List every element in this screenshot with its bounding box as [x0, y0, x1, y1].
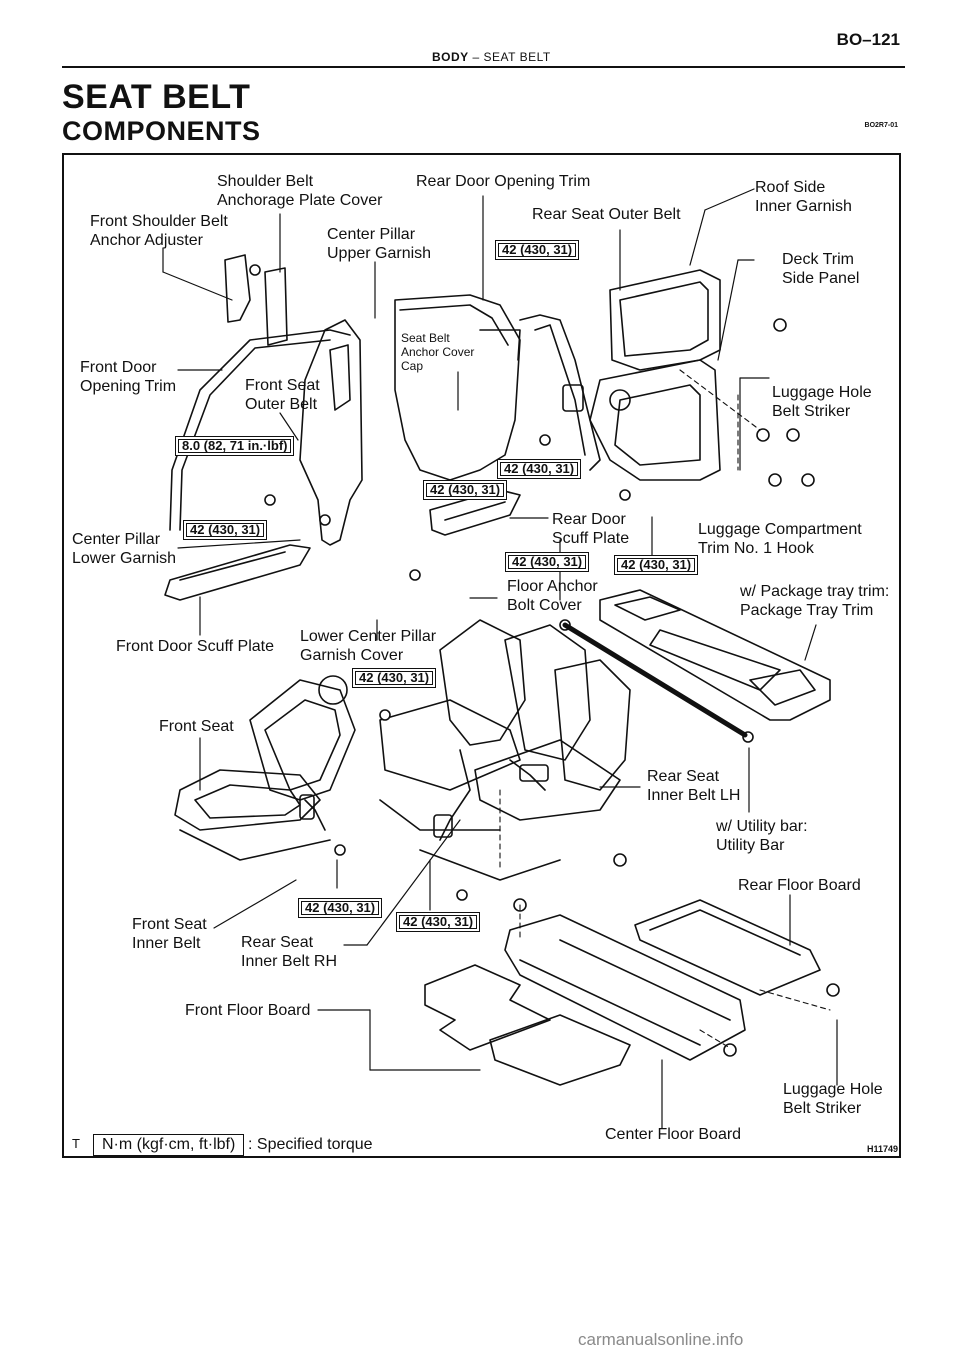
- torque-spec-front-seat-outer-belt: 8.0 (82, 71 in.·lbf): [175, 436, 295, 456]
- torque-spec-luggage-compartment: 42 (430, 31): [614, 555, 699, 575]
- label-deck-trim-side-panel: Deck Trim Side Panel: [782, 251, 860, 287]
- front-seat-shape: [174, 675, 356, 861]
- label-front-door-scuff-plate: Front Door Scuff Plate: [116, 638, 274, 655]
- watermark: carmanualsonline.info: [578, 1330, 744, 1349]
- section-name: BODY: [432, 50, 469, 64]
- torque-spec-center-pillar-lower: 42 (430, 31): [183, 520, 268, 540]
- torque-spec-floor-anchor: 42 (430, 31): [505, 552, 590, 572]
- center-floor-structure-shape: [504, 914, 746, 1061]
- torque-spec-rear-door-belt-anchor: 42 (430, 31): [423, 480, 508, 500]
- label-package-tray-trim: w/ Package tray trim: Package Tray Trim: [740, 583, 890, 619]
- label-center-pillar-upper-garnish: Center Pillar Upper Garnish: [327, 226, 432, 262]
- label-front-seat-outer-belt: Front Seat Outer Belt: [245, 377, 320, 413]
- rear-seat-outer-belt-shape: [519, 314, 601, 471]
- label-floor-anchor-bolt-cover: Floor Anchor Bolt Cover: [507, 578, 598, 614]
- label-rear-seat-inner-belt-lh: Rear Seat Inner Belt LH: [647, 768, 741, 804]
- page-number: BO–121: [836, 30, 900, 49]
- label-front-seat: Front Seat: [159, 718, 234, 735]
- label-front-seat-inner-belt: Front Seat Inner Belt: [132, 916, 207, 952]
- label-front-shoulder-belt-anchor-adjuster: Front Shoulder Belt Anchor Adjuster: [90, 213, 228, 249]
- front-floor-board-shape: [424, 964, 631, 1086]
- rear-door-trim-shape: [394, 294, 521, 481]
- torque-spec-lower-center-pillar: 42 (430, 31): [352, 668, 437, 688]
- page-title: SEAT BELT: [62, 78, 251, 116]
- torque-spec-rear-seat-outer-belt: 42 (430, 31): [495, 240, 580, 260]
- torque-spec-rear-seat-inner-belt: 42 (430, 31): [396, 912, 481, 932]
- label-luggage-hole-belt-striker-bottom: Luggage Hole Belt Striker: [783, 1081, 883, 1117]
- rear-floor-board-shape: [634, 899, 821, 996]
- utility-bar-shape: [559, 619, 754, 743]
- label-luggage-hole-belt-striker-top: Luggage Hole Belt Striker: [772, 384, 872, 420]
- dashed-guides: [499, 369, 831, 1049]
- deck-trim-side-panel-shape: [589, 269, 721, 481]
- label-rear-door-scuff-plate: Rear Door Scuff Plate: [552, 511, 630, 547]
- label-roof-side-inner-garnish: Roof Side Inner Garnish: [755, 179, 852, 215]
- rear-seat-shape: [379, 619, 631, 881]
- label-front-door-opening-trim: Front Door Opening Trim: [80, 359, 177, 395]
- subsection-name: SEAT BELT: [483, 50, 551, 64]
- diagram-frame: [62, 153, 901, 1158]
- leader-lines: [162, 188, 838, 1129]
- torque-spec-rear-door-belt-lower: 42 (430, 31): [497, 459, 582, 479]
- torque-spec-front-seat-inner-belt: 42 (430, 31): [298, 898, 383, 918]
- legend-unit-box: N·m (kgf·cm, ft·lbf): [93, 1134, 245, 1156]
- header-separator: –: [472, 50, 480, 64]
- label-seat-belt-anchor-cover-cap: Seat Belt Anchor Cover Cap: [401, 331, 475, 373]
- figure-code: H11749: [866, 1144, 898, 1154]
- label-rear-seat-inner-belt-rh: Rear Seat Inner Belt RH: [241, 934, 338, 970]
- front-door-opening-trim-shape: [169, 329, 351, 531]
- label-lower-center-pillar-garnish-cover: Lower Center Pillar Garnish Cover: [300, 628, 437, 664]
- label-center-pillar-lower-garnish: Center Pillar Lower Garnish: [72, 531, 177, 567]
- page-subtitle: COMPONENTS: [62, 116, 261, 146]
- label-rear-floor-board: Rear Floor Board: [738, 877, 861, 894]
- bolts: [249, 264, 840, 1057]
- component-code: BO2R7-01: [864, 122, 898, 129]
- label-shoulder-belt-anchorage-plate-cover: Shoulder Belt Anchorage Plate Cover: [217, 173, 383, 209]
- package-tray-shape: [599, 589, 831, 721]
- legend-marker: T: [72, 1136, 80, 1151]
- label-utility-bar: w/ Utility bar: Utility Bar: [716, 818, 808, 854]
- label-center-floor-board: Center Floor Board: [605, 1126, 742, 1143]
- legend-description: : Specified torque: [248, 1136, 373, 1153]
- rear-seat-inner-belts-shape: [299, 749, 549, 841]
- label-rear-door-opening-trim: Rear Door Opening Trim: [416, 173, 591, 190]
- section-header: BODY – SEAT BELT: [432, 50, 551, 64]
- label-rear-seat-outer-belt: Rear Seat Outer Belt: [532, 206, 681, 223]
- header-rule: [62, 66, 905, 68]
- label-front-floor-board: Front Floor Board: [185, 1002, 311, 1019]
- center-pillar-shape: [224, 254, 363, 546]
- label-luggage-compartment-trim-hook: Luggage Compartment Trim No. 1 Hook: [698, 521, 862, 557]
